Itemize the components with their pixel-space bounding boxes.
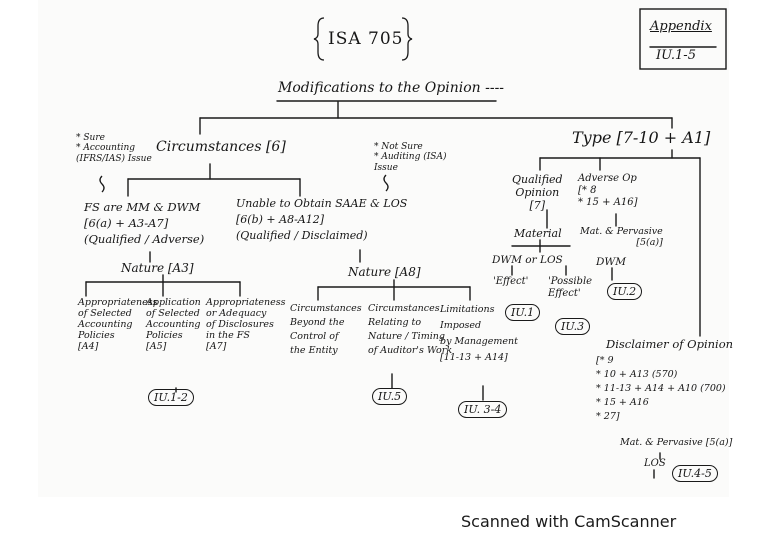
camscanner-watermark: Scanned with CamScanner (461, 512, 677, 531)
nature-a3-label: Nature [A3] (121, 261, 194, 275)
adverse-opinion-node: Adverse Op [* 8 * 15 + A16] (578, 173, 638, 208)
iu-3-tag: IU.3 (555, 318, 591, 335)
branch-unable-saae: Unable to Obtain SAAE & LOS [6(b) + A8-A… (236, 197, 408, 242)
iu-3-4-tag: IU. 3-4 (458, 401, 508, 418)
type-label: Type [7-10 + A1] (572, 128, 711, 147)
scanned-page (38, 0, 729, 497)
disclaimer-mat-pervasive: Mat. & Pervasive [5(a)] (620, 437, 733, 448)
nature-a8-label: Nature [A8] (348, 265, 421, 279)
possible-effect-node: 'Possible Effect' (548, 276, 593, 299)
circumstances-note-right: * Not Sure * Auditing (ISA) Issue (374, 142, 447, 173)
iu-1-2-tag: IU.1-2 (148, 389, 194, 406)
iu-5-tag: IU.5 (372, 388, 408, 405)
disclaimer-paragraph-refs: [* 9 * 10 + A13 (570) * 11-13 + A14 + A1… (596, 355, 726, 422)
appendix-label: Appendix (650, 19, 712, 34)
los-node: LOS (644, 458, 666, 469)
mat-pervasive-node: Mat. & Pervasive [5(a)] (580, 226, 663, 248)
circumstances-label: Circumstances [6] (156, 139, 286, 155)
dwm-los-node: DWM or LOS (492, 254, 563, 266)
page-title: ISA 705 (328, 29, 404, 49)
iu-4-5-tag: IU.4-5 (672, 465, 718, 482)
effect-node: 'Effect' (493, 276, 529, 287)
circumstances-nature-timing-item: Circumstances Relating to Nature / Timin… (368, 303, 453, 356)
limitations-imposed-item: Limitations Imposed by Management [11-13… (440, 304, 518, 363)
qualified-opinion-node: Qualified Opinion [7] (512, 173, 563, 212)
application-policies-item: Application of Selected Accounting Polic… (146, 297, 201, 352)
appendix-ref: IU.1-5 (656, 48, 696, 63)
diagram-heading: Modifications to the Opinion ---- (278, 80, 505, 96)
circumstances-beyond-control-item: Circumstances Beyond the Control of the … (290, 303, 362, 356)
appropriateness-policies-item: Appropriateness of Selected Accounting P… (78, 297, 158, 352)
dwm-node: DWM (596, 256, 626, 268)
iu-2-tag: IU.2 (607, 283, 643, 300)
appropriateness-disclosures-item: Appropriateness or Adequacy of Disclosur… (206, 297, 286, 352)
branch-mm-dwm: FS are MM & DWM [6(a) + A3-A7] (Qualifie… (84, 200, 205, 246)
iu-1-tag: IU.1 (505, 304, 541, 321)
disclaimer-of-opinion-node: Disclaimer of Opinion (606, 337, 734, 351)
circumstances-note-left: * Sure * Accounting (IFRS/IAS) Issue (76, 133, 152, 164)
material-node: Material (514, 227, 562, 240)
